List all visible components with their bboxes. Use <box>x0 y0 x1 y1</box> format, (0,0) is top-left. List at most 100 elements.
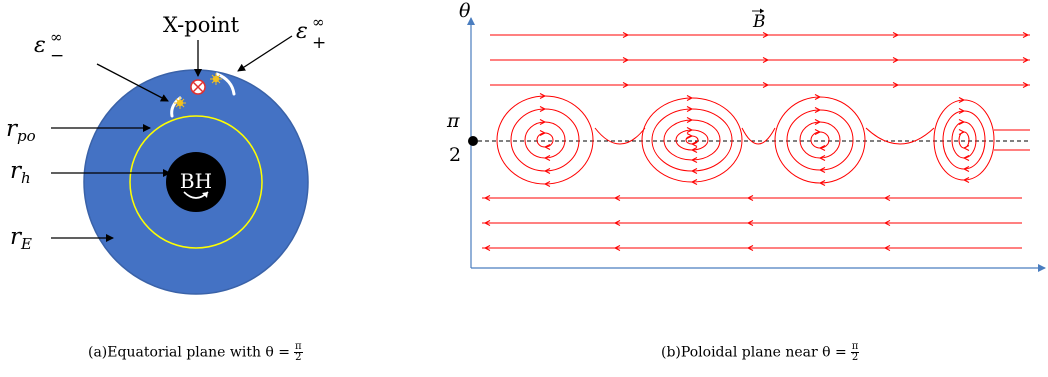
eps-plus-sub: + <box>312 33 326 53</box>
r-po-label: rpo <box>6 116 36 145</box>
field-arrowhead-55 <box>962 155 970 161</box>
field-arrowhead-17 <box>613 220 621 226</box>
eps-plus-sup: ∞ <box>312 13 325 31</box>
island-1-ring-2 <box>663 119 721 161</box>
field-arrowhead-40 <box>686 133 694 139</box>
island-2-ring-2 <box>799 121 841 159</box>
field-arrowhead-22 <box>746 245 754 251</box>
midplane-point <box>468 136 478 146</box>
bh-label: BH <box>180 169 212 193</box>
island-2-ring-3 <box>810 131 830 149</box>
field-arrowhead-0 <box>622 32 630 38</box>
xpoint-marker-icon <box>190 79 206 95</box>
field-arrowhead-20 <box>483 245 491 251</box>
black-hole <box>166 152 226 212</box>
field-arrowhead-11 <box>1022 82 1030 88</box>
r-e-label: rE <box>10 224 32 253</box>
photon-orbit-circle <box>129 115 263 249</box>
field-arrowhead-18 <box>746 220 754 226</box>
eps-plus-arrow <box>237 35 293 72</box>
field-arrowhead-34 <box>686 106 694 112</box>
field-arrowhead-33 <box>690 179 698 185</box>
pi-label: π <box>446 110 460 132</box>
field-arrowhead-45 <box>818 167 826 173</box>
field-arrowhead-3 <box>1022 32 1030 38</box>
field-arrowhead-57 <box>962 145 970 151</box>
island-1-ring-3 <box>675 129 709 151</box>
field-arrowhead-15 <box>883 195 891 201</box>
separatrix-2 <box>865 127 935 145</box>
field-arrowhead-29 <box>543 155 551 161</box>
field-arrowhead-27 <box>543 168 551 174</box>
plasmoid-plus-icon <box>210 72 236 96</box>
eps-minus-sup: ∞ <box>50 28 63 46</box>
field-arrowhead-28 <box>539 119 547 125</box>
island-2-ring-1 <box>786 109 854 171</box>
eps-minus-label: ε <box>34 33 46 58</box>
b-field-label: B <box>752 12 766 32</box>
field-arrowhead-48 <box>814 129 822 135</box>
separatrix-0 <box>594 127 646 145</box>
eps-minus-sub: − <box>50 46 64 66</box>
field-arrowhead-30 <box>539 130 547 136</box>
field-arrowhead-23 <box>883 245 891 251</box>
field-arrowhead-7 <box>1022 57 1030 63</box>
field-arrowhead-8 <box>622 82 630 88</box>
field-arrowhead-24 <box>539 93 547 99</box>
field-arrowhead-50 <box>958 97 966 103</box>
eps-minus-arrow <box>96 63 169 102</box>
eps-plus-label: ε <box>296 19 308 44</box>
island-3-ring-2 <box>951 121 977 159</box>
island-1-ring-0 <box>641 97 743 183</box>
theta-axis-label: θ <box>459 0 471 22</box>
field-arrowhead-14 <box>746 195 754 201</box>
island-0-ring-2 <box>524 121 566 159</box>
separatrix-1 <box>741 127 776 145</box>
field-arrowhead-16 <box>483 220 491 226</box>
island-0-ring-1 <box>510 108 580 172</box>
field-arrowhead-52 <box>958 108 966 114</box>
field-arrowhead-41 <box>690 141 698 147</box>
panel-a-equatorial-plane: BH X-point ε ∞ − ε <box>6 13 326 295</box>
island-1-ring-4 <box>685 135 699 145</box>
separatrix-3 <box>994 129 1030 151</box>
field-arrowhead-56 <box>958 129 966 135</box>
field-arrowhead-19 <box>883 220 891 226</box>
field-arrowhead-6 <box>892 57 900 63</box>
field-arrowhead-25 <box>543 181 551 187</box>
field-arrowhead-2 <box>892 32 900 38</box>
field-arrowhead-47 <box>818 155 826 161</box>
field-arrowhead-49 <box>818 145 826 151</box>
field-arrowhead-46 <box>814 119 822 125</box>
field-arrowhead-1 <box>762 32 770 38</box>
b-field-vector-arrowhead <box>760 8 764 14</box>
island-0-ring-3 <box>536 132 554 148</box>
field-arrowhead-54 <box>958 119 966 125</box>
rotation-arrowhead-icon <box>202 192 208 198</box>
field-arrowhead-44 <box>814 107 822 113</box>
field-arrowhead-9 <box>762 82 770 88</box>
field-arrowhead-37 <box>690 157 698 163</box>
field-arrowhead-42 <box>814 94 822 100</box>
field-arrowhead-31 <box>543 144 551 150</box>
xpoint-label: X-point <box>163 13 240 37</box>
field-arrowhead-21 <box>613 245 621 251</box>
panel-b-poloidal-plane: θ B π 2 <box>446 0 1046 272</box>
field-arrowhead-36 <box>686 117 694 123</box>
field-arrowhead-12 <box>483 195 491 201</box>
field-arrowhead-10 <box>892 82 900 88</box>
field-arrowhead-39 <box>690 147 698 153</box>
island-3-ring-3 <box>958 131 970 149</box>
field-lines <box>482 32 1030 251</box>
two-label: 2 <box>449 144 461 166</box>
field-arrowhead-26 <box>539 106 547 112</box>
r-h-label: rh <box>10 158 31 187</box>
field-arrowhead-35 <box>690 168 698 174</box>
field-arrowhead-5 <box>762 57 770 63</box>
field-arrowhead-38 <box>686 127 694 133</box>
field-arrowhead-13 <box>613 195 621 201</box>
field-arrowhead-43 <box>818 180 826 186</box>
